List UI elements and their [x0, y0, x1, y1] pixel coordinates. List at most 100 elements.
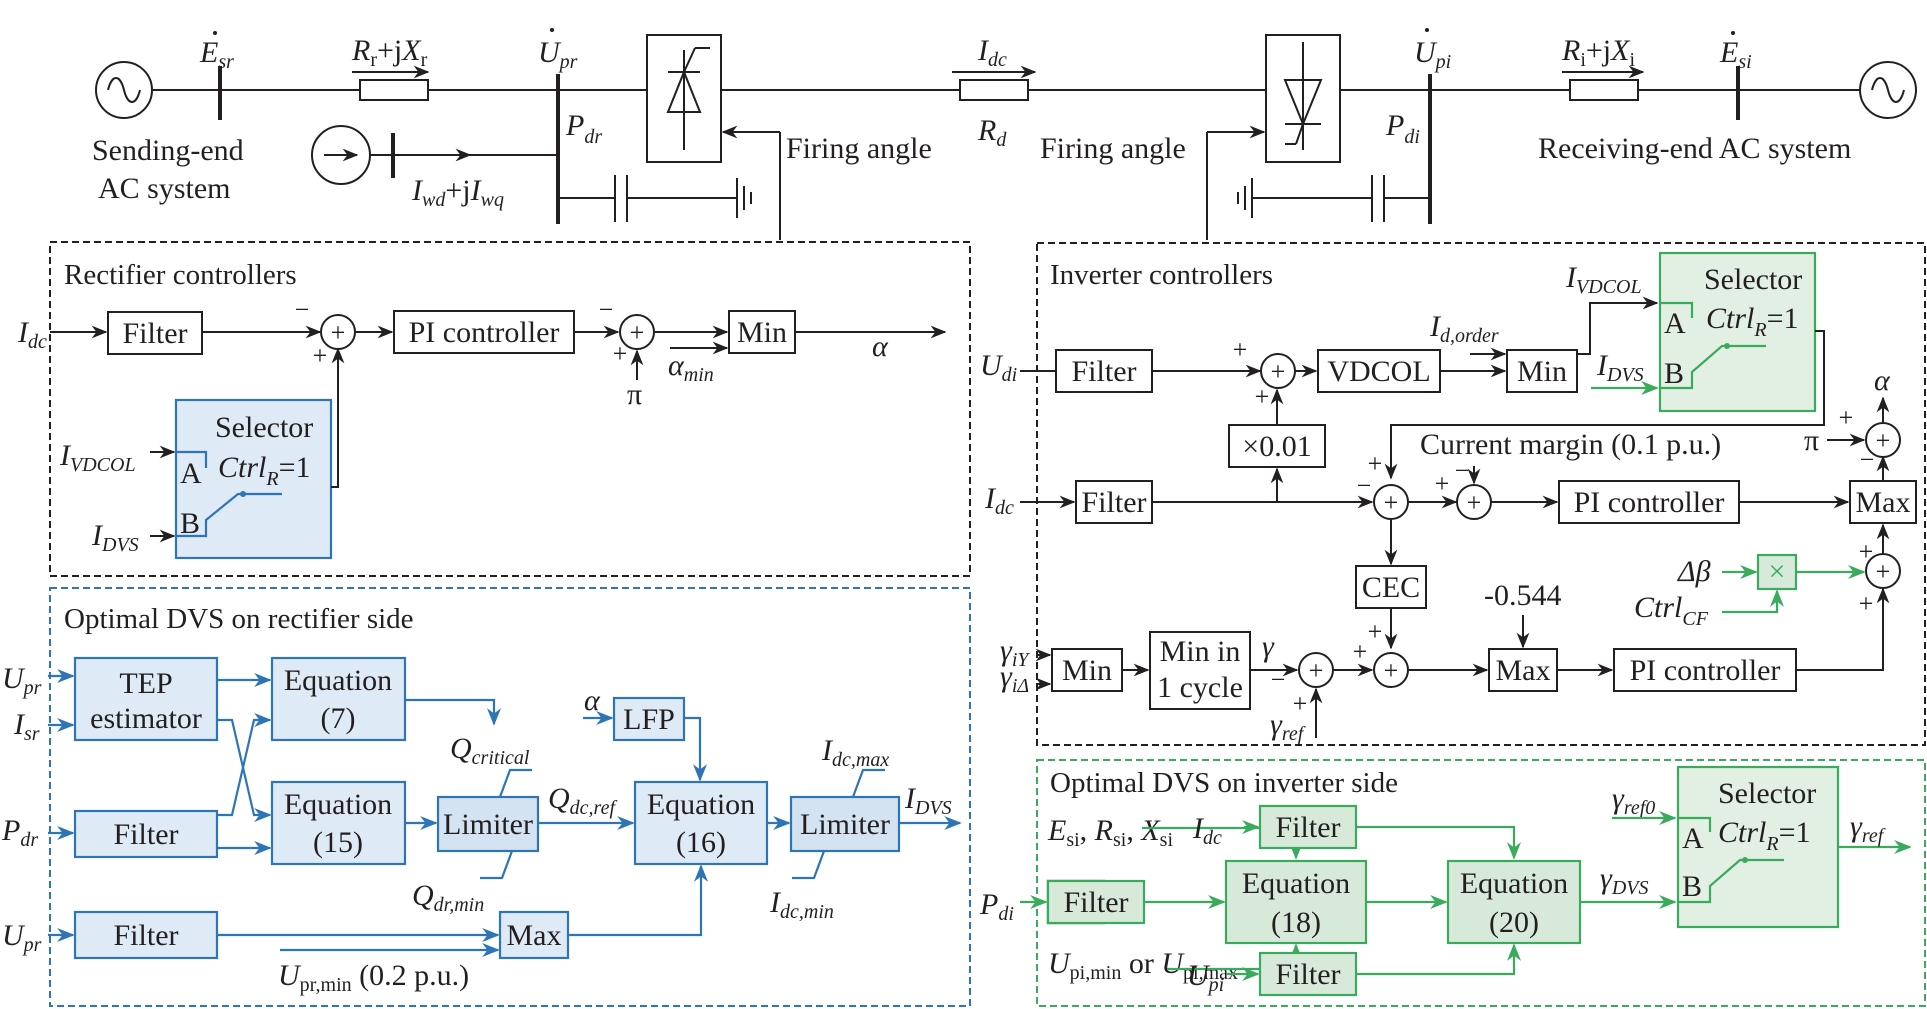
- receiving-end-label: Receiving-end AC system: [1538, 132, 1851, 165]
- sine-glyph: [107, 77, 141, 103]
- equation-16-block: [633, 780, 769, 866]
- svg-text:A: A: [180, 457, 202, 490]
- svg-text:1 cycle: 1 cycle: [1157, 671, 1243, 704]
- svg-text:γiY: γiY: [1000, 634, 1030, 671]
- svg-text:+: +: [1839, 403, 1854, 432]
- svg-text:Min in: Min in: [1160, 635, 1241, 668]
- tep-estimator-block: [73, 656, 219, 742]
- svg-text:α: α: [1874, 364, 1891, 397]
- svg-text:Min: Min: [1062, 654, 1112, 687]
- selector-block-rect: [1658, 251, 1817, 413]
- min-in-cycle-block: [1149, 631, 1251, 710]
- filter-block: [1258, 804, 1358, 850]
- gamma-ref-output: γref: [1850, 810, 1886, 847]
- filter-label: Filter: [123, 317, 188, 350]
- svg-text:+: +: [613, 339, 628, 368]
- svg-text:Max: Max: [1856, 486, 1911, 519]
- svg-text:Selector: Selector: [1718, 777, 1816, 810]
- svg-text:Upr: Upr: [2, 919, 42, 956]
- sending-end-label: Sending-end: [92, 134, 244, 167]
- svg-text:Max: Max: [507, 919, 562, 952]
- svg-text:Δβ: Δβ: [1677, 555, 1711, 588]
- svg-text:γref: γref: [1270, 708, 1306, 745]
- optimal-dvs-rectifier-panel: Optimal DVS on rectifier side Upr Isr Pd…: [1, 587, 971, 1007]
- svg-text:+: +: [1876, 426, 1891, 455]
- filter-block: [107, 311, 203, 355]
- svg-text:B: B: [180, 507, 200, 540]
- filter-label: Filter: [1276, 811, 1341, 844]
- svg-text:+: +: [630, 318, 645, 347]
- svg-text:+: +: [1467, 488, 1482, 517]
- svg-text:+: +: [1233, 335, 1248, 364]
- svg-text:Id,order: Id,order: [1429, 310, 1499, 347]
- alpha-output-label: α: [872, 330, 889, 363]
- svg-text:estimator: estimator: [90, 702, 202, 735]
- optimal-dvs-inverter-panel: Optimal DVS on inverter side Pdi Filter …: [979, 759, 1926, 1007]
- I-dc-input: Idc: [17, 316, 47, 353]
- pi-controller-label: PI controller: [409, 316, 560, 349]
- svg-text:+: +: [1353, 637, 1368, 666]
- power-circuit: Esr Rr+jXr Sending-end AC system Upr Pdr…: [92, 28, 1917, 240]
- svg-text:CtrlCF: CtrlCF: [1634, 591, 1709, 630]
- svg-text:Upi,min or Upi,max: Upi,min or Upi,max: [1048, 947, 1238, 984]
- svg-text:+: +: [1859, 537, 1874, 566]
- selector-block-rect: [1676, 765, 1840, 929]
- svg-text:γiΔ: γiΔ: [1000, 660, 1029, 697]
- filter-label: Filter: [1276, 958, 1341, 991]
- svg-text:+: +: [1384, 488, 1399, 517]
- rectifier-controllers-title: Rectifier controllers: [64, 259, 297, 291]
- svg-text:Idc,min: Idc,min: [769, 886, 834, 923]
- svg-text:Selector: Selector: [1704, 263, 1802, 296]
- svg-text:Filter: Filter: [114, 919, 179, 952]
- equation-18-block: [1224, 859, 1368, 945]
- sending-end-label-2: AC system: [98, 172, 231, 205]
- svg-text:Max: Max: [1496, 654, 1551, 687]
- svg-text:IVDCOL: IVDCOL: [1565, 261, 1642, 298]
- svg-text:Upr: Upr: [2, 662, 42, 699]
- svg-text:−: −: [1860, 445, 1875, 474]
- svg-text:+: +: [313, 341, 328, 370]
- svg-text:A: A: [1664, 307, 1686, 340]
- inverter-controllers-panel: Inverter controllers Udi Filter + + + VD…: [980, 242, 1926, 746]
- svg-text:Filter: Filter: [1082, 486, 1147, 519]
- svg-text:−: −: [295, 295, 310, 324]
- svg-text:IDVS: IDVS: [1596, 349, 1644, 386]
- svg-text:VDCOL: VDCOL: [1327, 355, 1430, 388]
- svg-text:+: +: [1435, 469, 1450, 498]
- svg-text:π: π: [1804, 424, 1819, 457]
- svg-text:(15): (15): [313, 826, 363, 859]
- svg-text:Idc: Idc: [984, 482, 1014, 519]
- svg-text:Equation: Equation: [284, 788, 392, 821]
- svg-text:PI controller: PI controller: [1630, 654, 1781, 687]
- min-block: [1051, 648, 1123, 692]
- svg-text:Udi: Udi: [980, 349, 1017, 386]
- svg-text:PI controller: PI controller: [1574, 486, 1725, 519]
- selector-block-rect: [174, 398, 333, 560]
- I-VDCOL-input: IVDCOL: [59, 439, 136, 476]
- svg-text:+: +: [1859, 589, 1874, 618]
- svg-text:CtrlR=1: CtrlR=1: [1706, 302, 1799, 341]
- svg-text:α: α: [584, 684, 601, 717]
- U-pi-input: Upi: [1187, 959, 1224, 996]
- svg-text:Filter: Filter: [114, 818, 179, 851]
- equation-20-block: [1446, 859, 1582, 945]
- Rr-jXr-label: Rr+jXr: [351, 34, 428, 71]
- max-block: [1488, 648, 1558, 692]
- max-block: [498, 910, 570, 960]
- svg-text:Min: Min: [1517, 355, 1567, 388]
- svg-text:Idc: Idc: [1192, 812, 1222, 849]
- svg-text:A: A: [1682, 822, 1704, 855]
- pi-controller-block: [393, 310, 575, 354]
- lfp-block: [612, 696, 686, 742]
- rectifier-controllers-panel: Rectifier controllers Idc Filter + − + P…: [17, 241, 971, 577]
- alpha-min-label: αmin: [668, 349, 714, 386]
- svg-text:CtrlR=1: CtrlR=1: [1718, 816, 1811, 855]
- svg-text:TEP: TEP: [119, 667, 172, 700]
- pi-constant: π: [627, 378, 642, 411]
- svg-text:+: +: [1271, 357, 1286, 386]
- svg-text:Pdi: Pdi: [979, 888, 1014, 925]
- sine-glyph: [1871, 77, 1905, 103]
- Iwd-jIwq-label: Iwd+jIwq: [411, 174, 504, 211]
- svg-text:(7): (7): [321, 702, 356, 735]
